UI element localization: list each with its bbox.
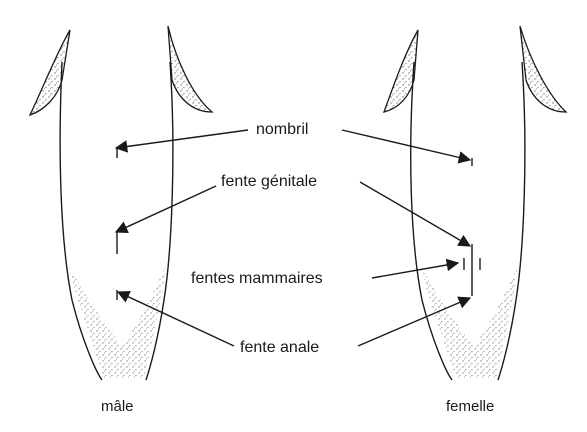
male-tail-stipple <box>68 265 166 378</box>
female-right-flipper <box>519 25 568 113</box>
label-anal-slit: fente anale <box>240 339 320 356</box>
male-body-left-outline <box>59 61 103 381</box>
caption-male: mâle <box>101 398 134 415</box>
female-body <box>382 25 568 381</box>
arrow-anal-male <box>116 291 235 347</box>
female-left-flipper <box>382 29 419 113</box>
male-body <box>28 25 214 381</box>
arrow-navel-female <box>341 129 472 164</box>
female-body-left-outline <box>410 61 453 381</box>
arrow-genital-male <box>114 185 217 233</box>
male-right-flipper <box>167 25 214 113</box>
female-tail-stipple <box>420 265 518 378</box>
label-mammary-slits: fentes mammaires <box>191 270 323 287</box>
caption-female: femelle <box>446 398 495 415</box>
arrow-mammary-female <box>371 258 460 279</box>
male-body-right-outline <box>145 61 174 381</box>
arrow-anal-female <box>357 296 472 347</box>
male-left-flipper <box>28 29 71 117</box>
arrow-navel-male <box>114 129 249 153</box>
arrow-genital-female <box>359 181 472 247</box>
label-navel: nombril <box>256 121 309 138</box>
female-body-right-outline <box>497 61 526 381</box>
label-genital-slit: fente génitale <box>221 173 318 190</box>
arrows <box>114 129 472 347</box>
